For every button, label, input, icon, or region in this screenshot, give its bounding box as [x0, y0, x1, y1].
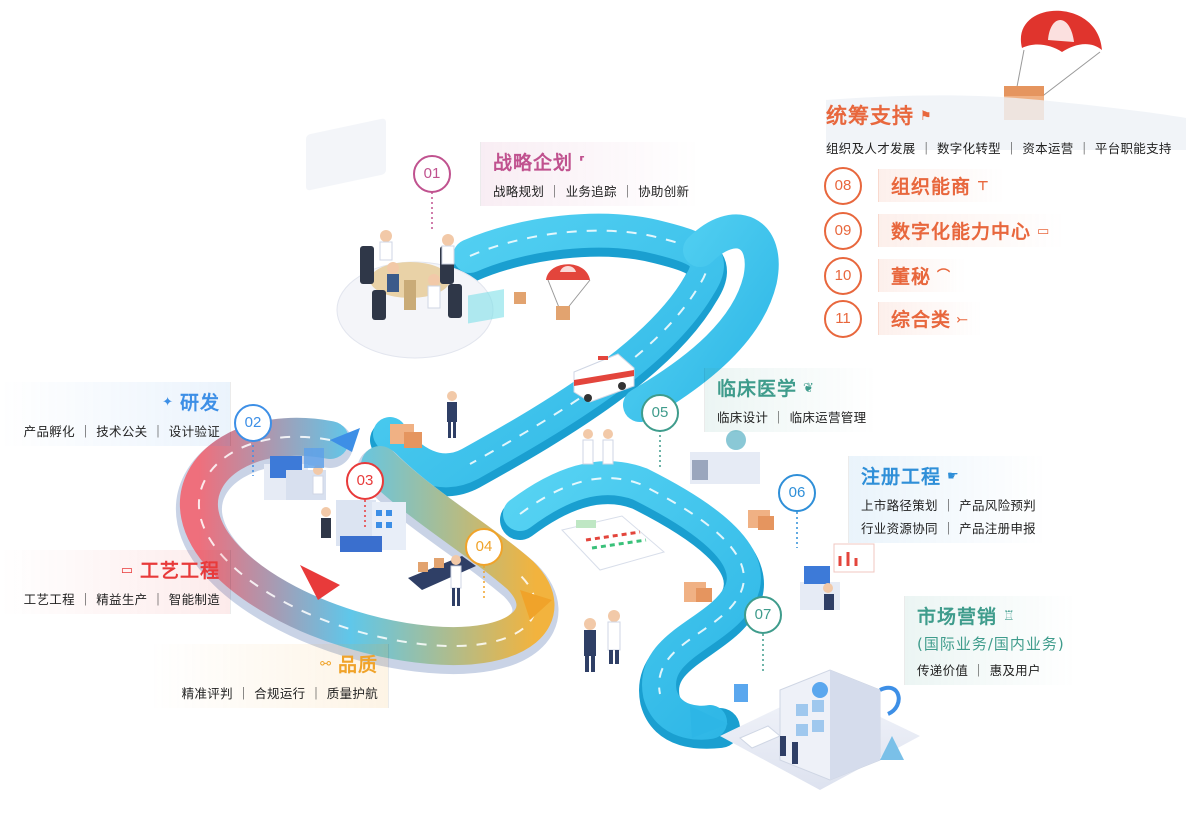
sparkle-icon: ✦ [162, 395, 174, 410]
stage-quality-items: 精准评判 ｜ 合规运行 ｜ 质量护航 [181, 686, 378, 701]
stage-marketing[interactable]: 市场营销 ♖ (国际业务/国内业务) 传递价值 ｜ 惠及用户 [904, 596, 1075, 685]
chain-icon: ⚯ [320, 657, 332, 672]
bird-icon: ⌒ [937, 269, 952, 284]
support-label-09: 数字化能力中心 [891, 221, 1032, 243]
hand-icon: ☛ [947, 469, 960, 484]
ticket-icon: ▭ [120, 563, 134, 578]
support-label-08: 组织能商 [891, 176, 972, 198]
stage-number-02: 02 [234, 404, 272, 442]
support-panel[interactable]: 统筹支持 ⚑ 组织及人才发展 ｜ 数字化转型 ｜ 资本运营 ｜ 平台职能支持 [826, 100, 1172, 157]
stage-quality-title: 品质 [337, 654, 378, 676]
lab-scene [264, 448, 326, 500]
ticket-icon: ▭ [1037, 224, 1051, 239]
stage-rnd-items: 产品孵化 ｜ 技术公关 ｜ 设计验证 [23, 424, 220, 439]
stage-registration-title: 注册工程 [861, 466, 942, 488]
stage-clinical[interactable]: 临床医学 ❦ 临床设计 ｜ 临床运营管理 [704, 368, 877, 432]
stage-strategy-title: 战略企划 [493, 152, 574, 174]
stage-registration-line1: 上市路径策划 ｜ 产品风险预判 [861, 498, 1036, 513]
support-number-11: 11 [824, 300, 862, 338]
support-number-09: 09 [824, 212, 862, 250]
quality-scene [408, 555, 476, 606]
leader-lines [252, 192, 798, 672]
stage-process-title: 工艺工程 [139, 560, 220, 582]
stage-strategy[interactable]: 战略企划 ⸢ 战略规划 ｜ 业务追踪 ｜ 协助创新 [480, 142, 700, 206]
support-label-10: 董秘 [891, 266, 932, 288]
boxes [390, 424, 774, 602]
stage-process-items: 工艺工程 ｜ 精益生产 ｜ 智能制造 [23, 592, 220, 607]
support-number-08: 08 [824, 167, 862, 205]
flag-icon: ⸢ [579, 155, 586, 170]
handshake-scene [584, 610, 621, 672]
stage-number-05: 05 [641, 394, 679, 432]
thumbtack-icon: ⊤ [977, 179, 990, 194]
arrow-icon: ⤚ [957, 312, 969, 327]
ambulance [573, 353, 635, 403]
scientist-figure [447, 289, 504, 438]
stage-process[interactable]: ▭ 工艺工程 工艺工程 ｜ 精益生产 ｜ 智能制造 [0, 550, 231, 614]
stage-strategy-items: 战略规划 ｜ 业务追踪 ｜ 协助创新 [493, 184, 690, 199]
leaf-icon: ❦ [803, 381, 815, 396]
stage-clinical-items: 临床设计 ｜ 临床运营管理 [717, 410, 867, 425]
support-label-11: 综合类 [891, 309, 952, 331]
hospital-scene [720, 669, 920, 790]
stage-marketing-title: 市场营销 [917, 606, 998, 628]
stage-number-06: 06 [778, 474, 816, 512]
stage-registration[interactable]: 注册工程 ☛ 上市路径策划 ｜ 产品风险预判 行业资源协同 ｜ 产品注册申报 [848, 456, 1046, 543]
stage-marketing-subtitle: (国际业务/国内业务) [917, 635, 1065, 653]
stage-rnd[interactable]: ✦ 研发 产品孵化 ｜ 技术公关 ｜ 设计验证 [0, 382, 231, 446]
stage-quality[interactable]: ⚯ 品质 精准评判 ｜ 合规运行 ｜ 质量护航 [150, 644, 389, 708]
stage-registration-line2: 行业资源协同 ｜ 产品注册申报 [861, 521, 1036, 536]
support-items: 组织及人才发展 ｜ 数字化转型 ｜ 资本运营 ｜ 平台职能支持 [826, 141, 1172, 156]
clipboard [561, 515, 666, 571]
pin-icon: ⚑ [920, 109, 933, 124]
stage-rnd-title: 研发 [179, 392, 220, 414]
clinical-scene [582, 429, 760, 484]
stage-clinical-title: 临床医学 [717, 378, 798, 400]
registration-scene [800, 543, 875, 610]
stage-number-01: 01 [413, 155, 451, 193]
stage-number-03: 03 [346, 462, 384, 500]
road-upper [370, 213, 779, 497]
stage-number-07: 07 [744, 596, 782, 634]
parachute-small [514, 264, 591, 320]
support-number-10: 10 [824, 257, 862, 295]
stage-marketing-items: 传递价值 ｜ 惠及用户 [917, 663, 1041, 678]
road-lower [500, 461, 764, 749]
meeting-scene [306, 118, 494, 359]
process-scene [321, 500, 406, 552]
stage-number-04: 04 [465, 528, 503, 566]
support-title: 统筹支持 [826, 104, 914, 128]
trophy-icon: ♖ [1003, 609, 1016, 624]
support-brush [826, 95, 1186, 150]
